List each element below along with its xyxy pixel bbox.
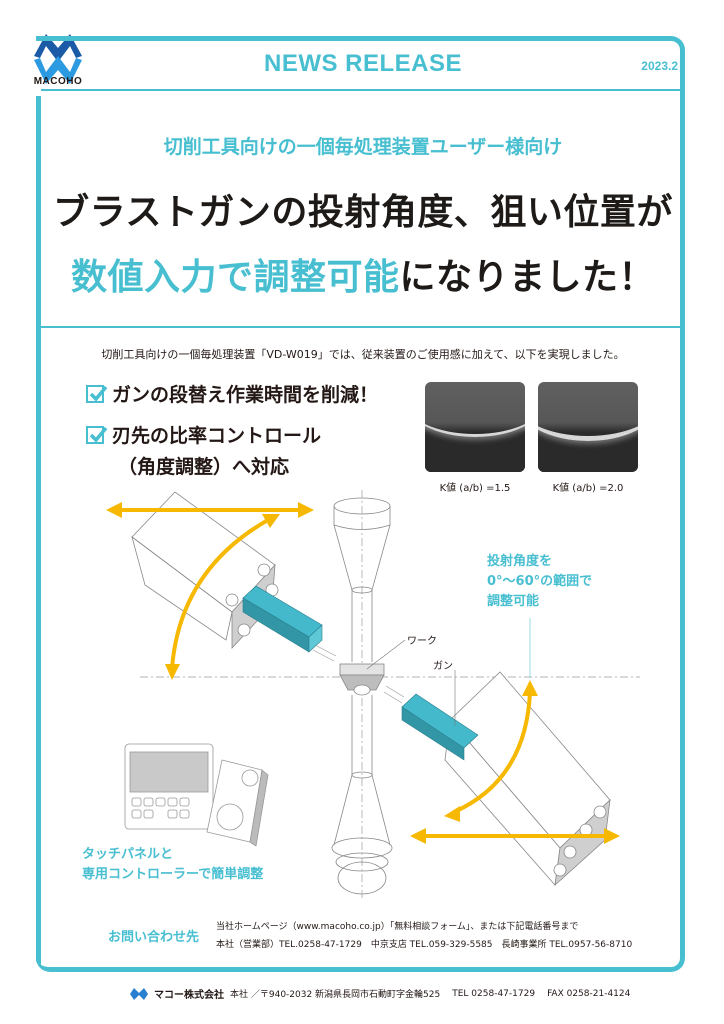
photo-caption: K値 (a/b) =2.0 (552, 483, 624, 494)
release-date: 2023.2 (641, 59, 678, 73)
lower-gun-nozzle-icon (383, 685, 479, 761)
checklist-continuation: （角度調整）へ対応 (118, 456, 290, 478)
angle-note-line: 調整可能 (487, 594, 540, 609)
footer-tel: TEL 0258-47-1729 (452, 988, 536, 999)
adjust-arrows-icon (106, 502, 620, 844)
touch-note-line: タッチパネルと (82, 847, 174, 862)
checklist-item: ガンの段替え作業時間を削減！ (86, 380, 378, 407)
content-frame (36, 36, 685, 972)
hero-subtitle: 切削工具向けの一個毎処理装置ユーザー様向け (163, 136, 563, 158)
contact-phone-line: 本社（営業部）TEL.0258-47-1729 中京支店 TEL.059-329… (216, 940, 633, 950)
photo-caption: K値 (a/b) =1.5 (439, 483, 511, 494)
headline-highlight: 数値入力で調整可能 (70, 257, 400, 298)
label-work: ワーク (407, 636, 437, 647)
upper-spindle-icon (333, 497, 391, 662)
checkbox-checked-icon (86, 384, 108, 403)
footer-company: マコー株式会社 (154, 990, 224, 1001)
section-divider (41, 326, 685, 328)
workpiece-icon (339, 663, 385, 696)
checklist-item: 刃先の比率コントロール (86, 421, 321, 448)
upper-gun-nozzle-icon (242, 585, 337, 662)
contact-label: お問い合わせ先 (108, 930, 200, 945)
touch-panel-icon (124, 743, 214, 830)
footer-address: 本社 ／〒940-2032 新潟県長岡市石動町字金輪525 (230, 990, 441, 1000)
edge-photo-k15 (425, 382, 525, 472)
news-release-title: NEWS RELEASE (263, 50, 463, 77)
checkbox-checked-icon (86, 425, 108, 444)
checklist-label: 刃先の比率コントロール (112, 425, 322, 447)
touch-note-line: 専用コントローラーで簡単調整 (82, 867, 264, 882)
frame-left-edge (36, 96, 41, 965)
footer: マコー株式会社 本社 ／〒940-2032 新潟県長岡市石動町字金輪525 TE… (130, 986, 630, 1001)
angle-range-note: 投射角度を 0°〜60°の範囲で 調整可能 (487, 552, 592, 612)
upper-gun-housing-icon (131, 491, 279, 650)
logo-text: MACOHO (33, 76, 83, 87)
label-gun: ガン (433, 661, 453, 672)
contact-website-line: 当社ホームページ（www.macoho.co.jp）「無料相談フォーム」、または… (216, 922, 579, 932)
angle-note-line: 投射角度を (487, 554, 553, 569)
blast-gun-diagram (106, 490, 640, 900)
headline-rest: になりました！ (399, 257, 656, 298)
lower-gun-housing-icon (444, 671, 611, 887)
footer-fax: FAX 0258-21-4124 (547, 988, 631, 999)
checklist-label: ガンの段替え作業時間を削減！ (112, 384, 379, 406)
handheld-controller-icon (206, 759, 269, 847)
footer-logo-icon (130, 987, 148, 1000)
headline-line2: 数値入力で調整可能になりました！ (41, 248, 685, 300)
edge-photo-k20 (538, 382, 638, 472)
touch-panel-note: タッチパネルと 専用コントローラーで簡単調整 (82, 845, 263, 885)
header-divider (41, 89, 685, 91)
lower-spindle-icon (331, 695, 393, 895)
intro-text: 切削工具向けの一個毎処理装置「VD-W019」では、従来装置のご使用感に加えて、… (101, 348, 625, 361)
angle-note-line: 0°〜60°の範囲で (487, 574, 593, 589)
headline-line1: ブラストガンの投射角度、狙い位置が (53, 192, 673, 233)
